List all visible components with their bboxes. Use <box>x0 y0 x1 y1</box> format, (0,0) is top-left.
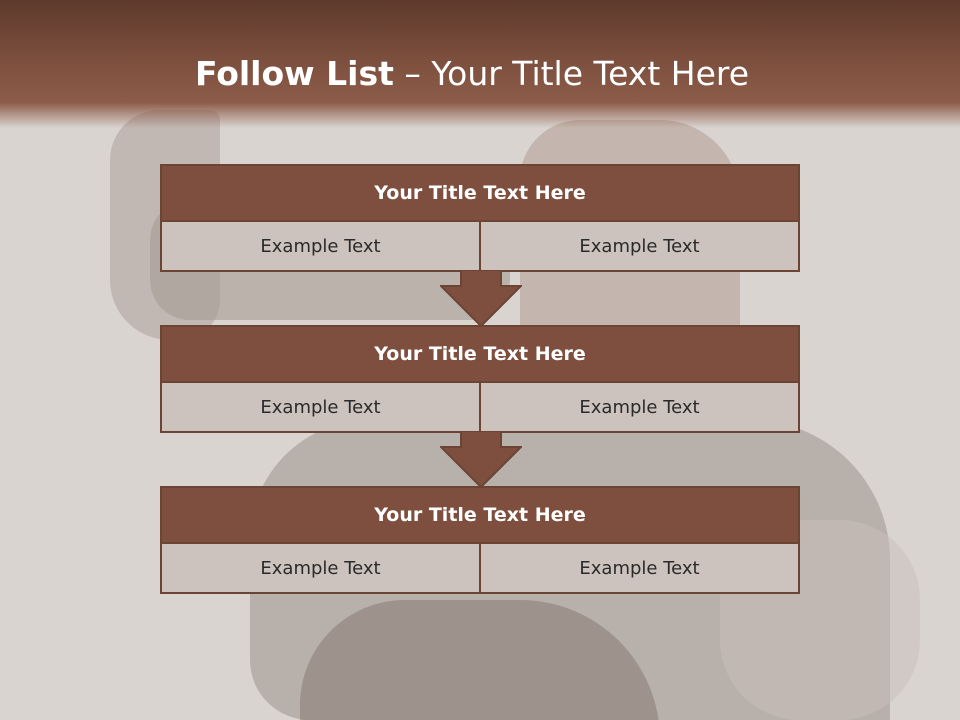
step-row: Example Text Example Text <box>162 222 798 270</box>
step-title: Your Title Text Here <box>162 488 798 544</box>
slide-title[interactable]: Follow List – Your Title Text Here <box>0 54 944 93</box>
step-box-2[interactable]: Your Title Text Here Example Text Exampl… <box>160 325 800 433</box>
step-row: Example Text Example Text <box>162 383 798 431</box>
step-left-text: Example Text <box>162 383 479 431</box>
step-box-1[interactable]: Your Title Text Here Example Text Exampl… <box>160 164 800 272</box>
step-right-text: Example Text <box>479 544 798 592</box>
step-right-text: Example Text <box>479 383 798 431</box>
step-box-3[interactable]: Your Title Text Here Example Text Exampl… <box>160 486 800 594</box>
step-left-text: Example Text <box>162 222 479 270</box>
step-left-text: Example Text <box>162 544 479 592</box>
step-title: Your Title Text Here <box>162 327 798 383</box>
step-row: Example Text Example Text <box>162 544 798 592</box>
step-right-text: Example Text <box>479 222 798 270</box>
slide-title-rest: – Your Title Text Here <box>393 54 750 93</box>
title-banner <box>0 0 960 128</box>
step-title: Your Title Text Here <box>162 166 798 222</box>
slide-title-bold: Follow List <box>194 54 394 93</box>
down-arrow-icon <box>440 270 522 326</box>
down-arrow-icon <box>440 431 522 487</box>
